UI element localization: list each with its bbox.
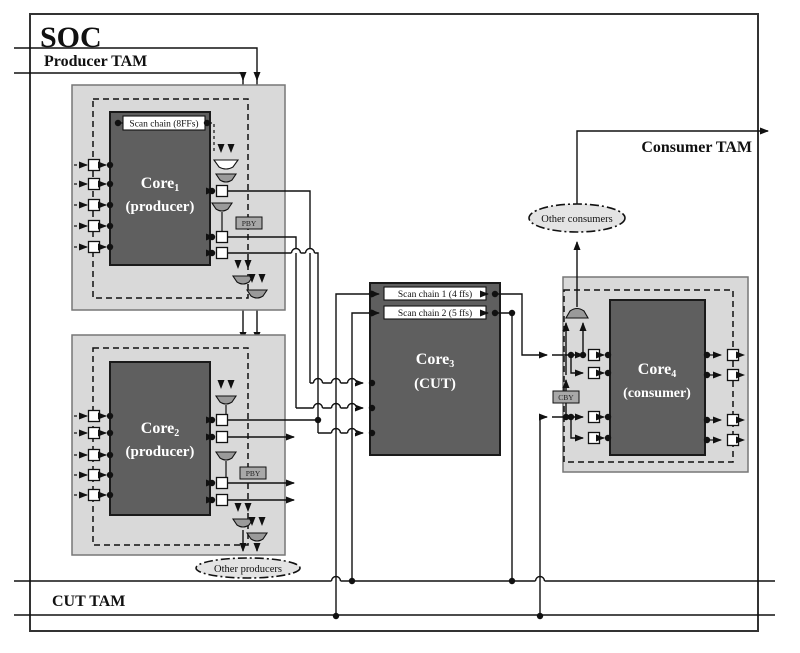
mux-icon — [214, 451, 238, 461]
core2-left-cells — [74, 409, 107, 502]
core3-scan-chain1-label: Scan chain 1 (4 ffs) — [398, 289, 472, 300]
core1-scan-wrapper-dashed — [92, 98, 249, 299]
mux-icon — [214, 395, 238, 405]
core4-output-mux-icon — [565, 307, 589, 319]
core2-box — [109, 361, 211, 516]
core2-title: Core2 — [141, 420, 179, 439]
core4-title: Core4 — [638, 361, 676, 380]
core1-role: (producer) — [126, 199, 195, 215]
cut-tam-label: CUT TAM — [52, 593, 125, 610]
core3-assembly: Scan chain 1 (4 ffs) Scan chain 2 (5 ffs… — [369, 282, 501, 456]
core1-assembly: Scan chain (8FFs) Core1 (producer) PBY — [71, 84, 286, 311]
mux-icon — [245, 532, 269, 542]
core2-scan-wrapper-dashed — [92, 347, 249, 546]
mux-icon — [210, 202, 234, 212]
core4-box — [609, 299, 706, 456]
core2-bypass-box — [239, 466, 267, 480]
core2-bypass-label: PBY — [246, 469, 261, 478]
core1-left-cells — [74, 158, 107, 254]
other-producers-wires — [239, 530, 261, 552]
core4-left-cells — [587, 348, 605, 445]
core2-wrapper-cells — [74, 380, 269, 542]
core1-bypass-box — [235, 216, 263, 230]
mux-icon — [245, 289, 269, 299]
core3-role: (CUT) — [414, 376, 456, 392]
core1-box — [109, 111, 211, 266]
core3-scan-chain2-label: Scan chain 2 (5 ffs) — [398, 308, 472, 319]
mux-icon — [212, 159, 240, 170]
producer-tam-label: Producer TAM — [44, 53, 147, 70]
junction-dots — [106, 119, 711, 620]
core4-bypass-label: CBY — [558, 393, 574, 402]
other-producers-label: Other producers — [214, 564, 282, 575]
core1-wrapper-cells — [74, 144, 269, 299]
core2-assembly: Core2 (producer) PBY — [71, 334, 286, 556]
core4-role: (consumer) — [623, 386, 691, 401]
core1-scan-chain-label: Scan chain (8FFs) — [129, 119, 198, 130]
core2-role: (producer) — [126, 444, 195, 460]
core1-bypass-label: PBY — [242, 219, 257, 228]
cut-tam-wires — [14, 575, 775, 616]
core1-title: Core1 — [141, 175, 179, 194]
other-producers-ellipse — [195, 557, 301, 579]
soc-label: SOC — [40, 21, 102, 54]
mux-icon — [214, 173, 238, 183]
core3-title: Core3 — [416, 351, 454, 370]
consumer-tam-label: Consumer TAM — [641, 139, 752, 156]
core1-right-cells — [206, 144, 269, 299]
other-consumers-ellipse — [528, 203, 626, 233]
other-consumers-label: Other consumers — [541, 214, 612, 225]
